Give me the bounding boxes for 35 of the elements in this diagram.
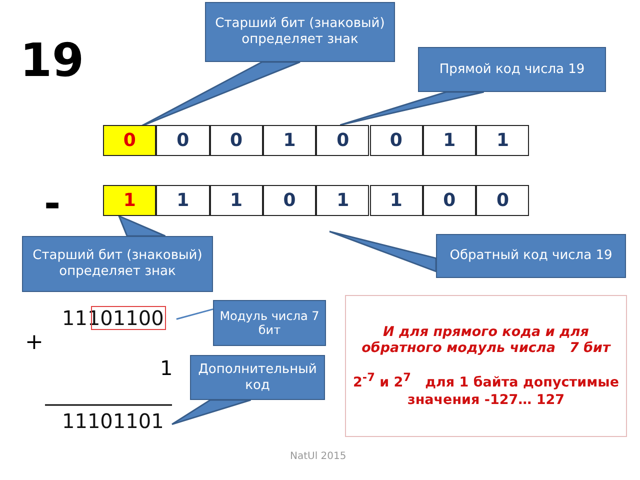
number-heading: 19 — [20, 37, 84, 83]
bit-cell: 0 — [156, 125, 210, 156]
callout-pointer — [140, 61, 301, 128]
bit-cell: 0 — [103, 125, 156, 156]
minus-sign: - — [44, 184, 61, 224]
bit-cell: 1 — [156, 185, 210, 216]
callout-box: Обратный код числа 19 — [436, 234, 626, 278]
bit-cell: 0 — [210, 125, 263, 156]
callout-pointer — [118, 214, 166, 237]
bit-cell: 1 — [210, 185, 263, 216]
author-note: NatUl 2015 — [290, 452, 346, 462]
bit-cell: 0 — [370, 125, 423, 156]
binary-number: 11101101 — [62, 410, 164, 432]
bit-cell: 1 — [476, 125, 530, 156]
bit-cell: 0 — [262, 185, 316, 216]
bit-cell: 1 — [370, 185, 423, 216]
leader-line — [176, 308, 214, 320]
bit-cell: 0 — [316, 125, 370, 156]
plus-sign: + — [25, 332, 44, 354]
note-box — [345, 295, 627, 437]
callout-box: Старший бит (знаковый) определяет знак — [205, 2, 395, 62]
bit-cell: 1 — [262, 125, 316, 156]
bit-cell: 1 — [103, 185, 156, 216]
callout-box: Прямой код числа 19 — [418, 47, 606, 92]
addend-digit: 1 — [160, 358, 173, 378]
callout-pointer — [328, 230, 437, 272]
note-text: И для прямого кода и для обратного модуль числа 7 бит — [360, 324, 612, 358]
note-text: 2$^{-7}$ и 2$^{7}$ для 1 байта допустимые значения -127… 127 — [352, 371, 620, 408]
callout-box: Модуль числа 7 бит — [213, 300, 326, 346]
callout-pointer — [339, 91, 485, 126]
bit-cell: 1 — [316, 185, 370, 216]
callout-pointer — [171, 399, 252, 426]
bit-cell: 0 — [476, 185, 530, 216]
bit-cell: 1 — [422, 125, 476, 156]
bit-cell: 0 — [422, 185, 476, 216]
